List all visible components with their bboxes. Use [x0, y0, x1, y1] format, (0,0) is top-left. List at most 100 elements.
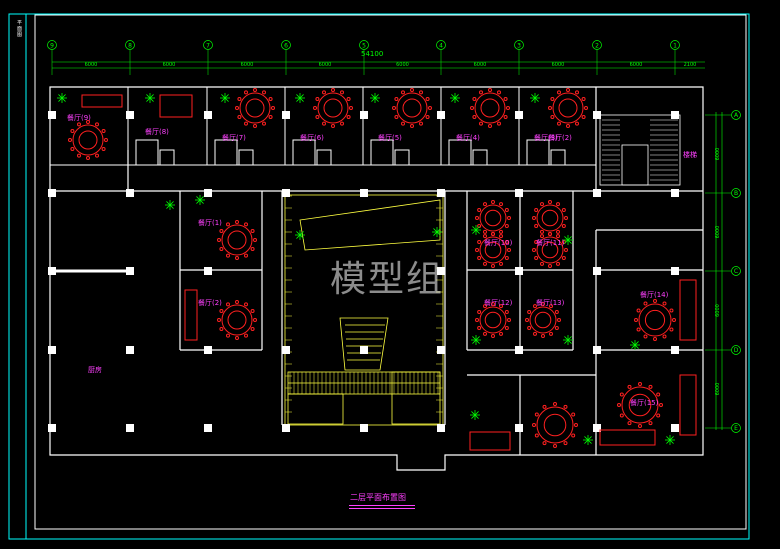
plant-icon [374, 97, 379, 102]
column [360, 424, 368, 432]
axis-bubble-E [731, 423, 741, 433]
plant-icon [471, 411, 476, 416]
plant-icon [451, 97, 456, 102]
plant-icon [567, 339, 572, 344]
plant-icon [436, 231, 441, 236]
column [204, 346, 212, 354]
column [671, 346, 679, 354]
column [515, 189, 523, 197]
column [437, 424, 445, 432]
plant-icon [472, 226, 477, 231]
room-label: 餐厅(4) [456, 134, 480, 142]
plant-icon [587, 436, 592, 441]
column [593, 189, 601, 197]
plant-icon [296, 234, 301, 239]
round-table [552, 92, 584, 124]
axis-label-B: B [734, 190, 738, 197]
round-table [479, 306, 507, 334]
plant-icon [472, 229, 477, 234]
round-table [474, 92, 506, 124]
plant-icon [149, 97, 154, 102]
plant-icon [433, 231, 438, 236]
column [671, 267, 679, 275]
span-dimension: 6000 [85, 62, 98, 68]
plant-icon [471, 414, 476, 419]
plant-icon [666, 436, 671, 441]
round-table [536, 204, 564, 232]
plant-icon [669, 439, 674, 444]
plant-icon [224, 97, 229, 102]
axis-label-C: C [734, 268, 738, 275]
room-label: 餐厅(7) [222, 134, 246, 142]
outer-frame [8, 13, 750, 540]
plant-icon [564, 336, 569, 341]
span-dimension: 6000 [715, 148, 721, 161]
round-table [221, 304, 253, 336]
plant-icon [433, 228, 438, 233]
plant-icon [475, 336, 480, 341]
column [126, 424, 134, 432]
axis-label-D: D [734, 347, 739, 354]
axis-bubble-4 [436, 40, 446, 50]
column [360, 189, 368, 197]
plant-icon [634, 344, 639, 349]
side-title: 平面图 [17, 20, 23, 38]
plant-icon [221, 94, 226, 99]
column [282, 346, 290, 354]
room-label: 餐厅(2) [198, 299, 222, 307]
dining-tables [68, 88, 676, 448]
axis-bubble-A [731, 110, 741, 120]
plant-icon [474, 414, 479, 419]
column [204, 111, 212, 119]
plant-icon [564, 339, 569, 344]
column [593, 111, 601, 119]
drawing-caption: 二层平面布置图 [350, 493, 406, 502]
axis-bubble-1 [670, 40, 680, 50]
plant-icon [587, 439, 592, 444]
room-label: 餐厅(2) [548, 134, 572, 142]
column [48, 346, 56, 354]
column [515, 111, 523, 119]
plant-icon [631, 344, 636, 349]
room-label: 餐厅(9) [67, 114, 91, 122]
plant-icon [631, 341, 636, 346]
room-label: 餐厅(1) [198, 219, 222, 227]
column [282, 189, 290, 197]
axis-bubble-7 [203, 40, 213, 50]
plant-icon [584, 436, 589, 441]
plant-icon [534, 97, 539, 102]
plant-icon [224, 94, 229, 99]
axis-bubble-B [731, 188, 741, 198]
plant-icon [61, 97, 66, 102]
plant-icon [199, 199, 204, 204]
plant-icon [475, 229, 480, 234]
round-table [396, 92, 428, 124]
plant-icon [299, 231, 304, 236]
column [126, 189, 134, 197]
plant-icon [475, 226, 480, 231]
column [204, 267, 212, 275]
total-dimension: 54100 [361, 50, 384, 58]
plant-icon [146, 94, 151, 99]
axis-bubble-2 [592, 40, 602, 50]
axis-label-A: A [734, 112, 739, 119]
column [282, 424, 290, 432]
column [204, 424, 212, 432]
plant-icon [474, 411, 479, 416]
plant-icon [371, 97, 376, 102]
stairs-label: 楼梯 [683, 151, 697, 159]
span-dimension: 6000 [474, 62, 487, 68]
axis-bubble-8 [125, 40, 135, 50]
plant-icon [454, 94, 459, 99]
stair-core [599, 114, 681, 186]
round-table [638, 303, 672, 337]
column [437, 346, 445, 354]
plant-icon [472, 336, 477, 341]
plant-icon [58, 97, 63, 102]
axis-label-E: E [734, 425, 738, 432]
plant-icon [296, 231, 301, 236]
span-dimension: 2100 [684, 62, 697, 68]
column [48, 189, 56, 197]
column [671, 424, 679, 432]
